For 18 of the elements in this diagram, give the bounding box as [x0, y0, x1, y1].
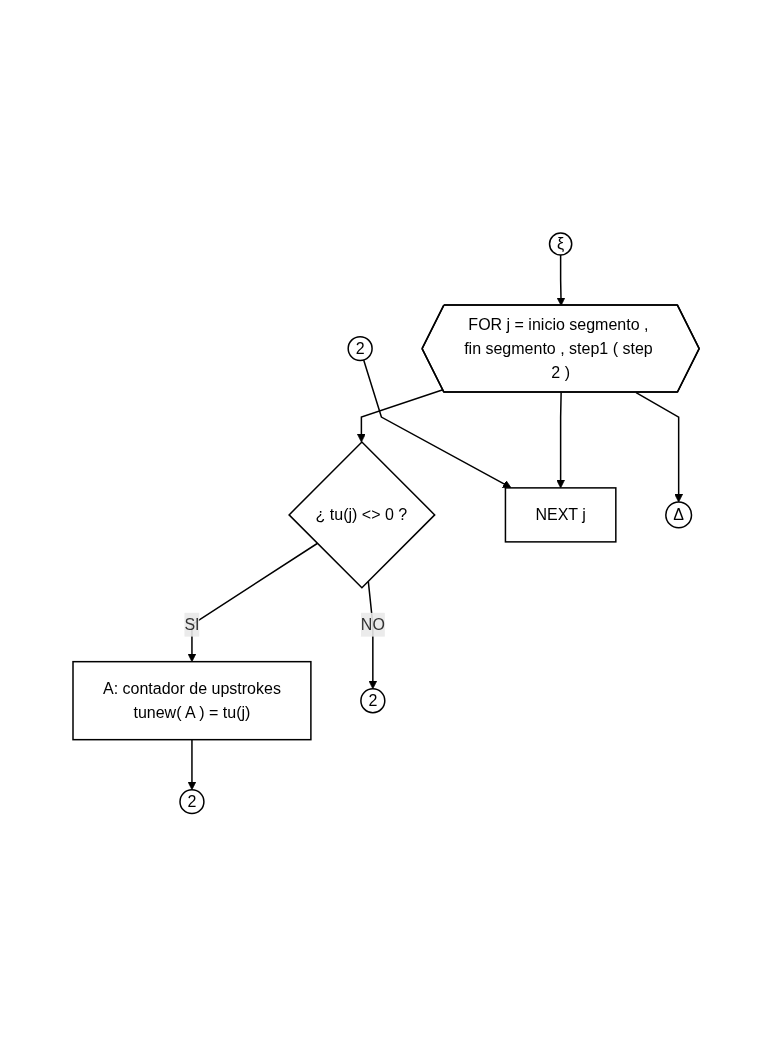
edge-label: NO — [361, 615, 386, 633]
arrow — [556, 392, 566, 489]
arrow — [357, 389, 445, 443]
arrow — [363, 359, 512, 489]
node-box: NEXT j — [505, 487, 617, 543]
node-circle: Δ — [665, 501, 693, 529]
arrow — [367, 580, 378, 690]
arrow — [557, 254, 566, 307]
node-circle: 2 — [347, 336, 374, 362]
node-circle: 2 — [179, 789, 206, 815]
node-circle: 2 — [360, 688, 386, 714]
arrow — [187, 542, 319, 663]
edge-label: SI — [184, 615, 200, 633]
node-diamond: ¿ tu(j) <> 0 ? — [288, 441, 437, 589]
node-circle: ξ — [549, 232, 573, 256]
arrow — [187, 739, 197, 791]
node-box: A: contador de upstrokes tunew( A ) = tu(j) — [72, 661, 313, 741]
arrow — [635, 392, 684, 503]
